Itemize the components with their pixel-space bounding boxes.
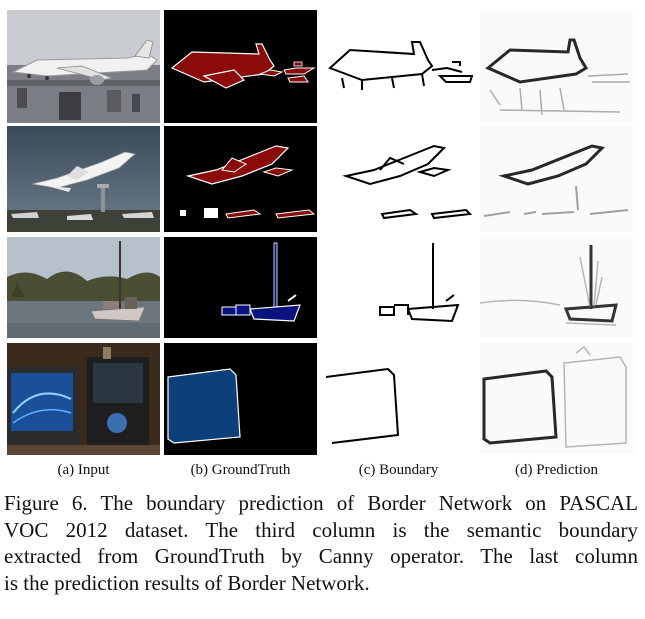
row1-input-image	[7, 10, 160, 123]
row3-input-image	[7, 237, 160, 338]
row4-input-image	[7, 343, 160, 455]
row3-prediction-image	[480, 237, 633, 338]
row2-boundary-image	[322, 126, 475, 232]
row3-groundtruth-mask	[164, 237, 317, 338]
column-label-input: (a) Input	[57, 462, 110, 478]
row2-input-image	[7, 126, 160, 232]
row2-groundtruth-mask	[164, 126, 317, 232]
caption-line-3: extracted from GroundTruth by Canny oper…	[4, 544, 638, 568]
row1-prediction-image	[480, 10, 633, 123]
row3-boundary-image	[322, 237, 475, 338]
row4-groundtruth-mask	[164, 343, 317, 455]
caption-line-1: Figure 6. The boundary prediction of Bor…	[4, 491, 638, 515]
row4-boundary-image	[322, 343, 475, 455]
column-label-prediction: (d) Prediction	[515, 462, 598, 478]
caption-line-2: VOC 2012 dataset. The third column is th…	[4, 517, 638, 542]
figure-caption: Figure 6. The boundary prediction of Bor…	[4, 490, 638, 596]
row2-prediction-image	[480, 126, 633, 232]
column-label-groundtruth: (b) GroundTruth	[190, 462, 291, 478]
row1-groundtruth-mask	[164, 10, 317, 123]
row1-boundary-image	[322, 10, 475, 123]
column-label-boundary: (c) Boundary	[358, 462, 439, 478]
caption-line-4: is the prediction results of Border Netw…	[4, 570, 370, 595]
row4-prediction-image	[480, 343, 633, 455]
